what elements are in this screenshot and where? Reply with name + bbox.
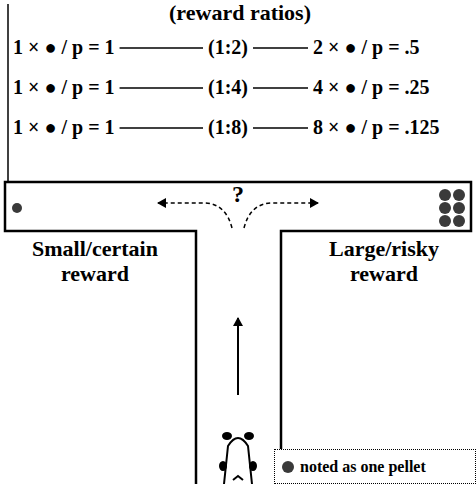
ratio-option: 1 × ● / p = 1 xyxy=(13,35,115,59)
pellet xyxy=(439,215,451,227)
t-maze-outline xyxy=(5,182,471,484)
ratio-line xyxy=(253,47,308,49)
pellet xyxy=(439,202,451,214)
arm-label: Small/certain reward xyxy=(9,236,181,287)
ratio-option: 1 × ● / p = 1 xyxy=(13,115,115,139)
pellet xyxy=(453,189,465,201)
ratio-line xyxy=(120,127,203,129)
legend-swatch xyxy=(282,461,294,473)
ratio-value: (1:4) xyxy=(208,75,248,99)
pellet xyxy=(12,203,22,213)
legend-text: noted as one pellet xyxy=(300,458,426,476)
run-arrow xyxy=(237,318,239,395)
choice-mark: ? xyxy=(232,180,244,209)
diagram-title: (reward ratios) xyxy=(169,0,311,26)
ratio-value: (1:2) xyxy=(208,35,248,59)
rat-figure xyxy=(220,433,256,484)
arm-label: Large/risky reward xyxy=(298,236,470,287)
ratio-line xyxy=(253,127,308,129)
ratio-option: 1 × ● / p = 1 xyxy=(13,75,115,99)
ratio-line xyxy=(120,47,203,49)
ratio-value: (1:8) xyxy=(208,115,248,139)
ratio-line xyxy=(120,87,203,89)
legend-box: noted as one pellet xyxy=(274,449,476,484)
pellet xyxy=(453,215,465,227)
legend-row: noted as one pellet xyxy=(275,450,475,483)
pellet xyxy=(439,189,451,201)
pellet xyxy=(453,202,465,214)
ratio-option: 2 × ● / p = .5 xyxy=(313,35,420,59)
ratio-line xyxy=(253,87,308,89)
bracket-line xyxy=(7,4,9,182)
ratio-option: 8 × ● / p = .125 xyxy=(313,115,440,139)
choice-arrow xyxy=(244,203,318,228)
ratio-option: 4 × ● / p = .25 xyxy=(313,75,430,99)
choice-arrow xyxy=(158,203,232,228)
